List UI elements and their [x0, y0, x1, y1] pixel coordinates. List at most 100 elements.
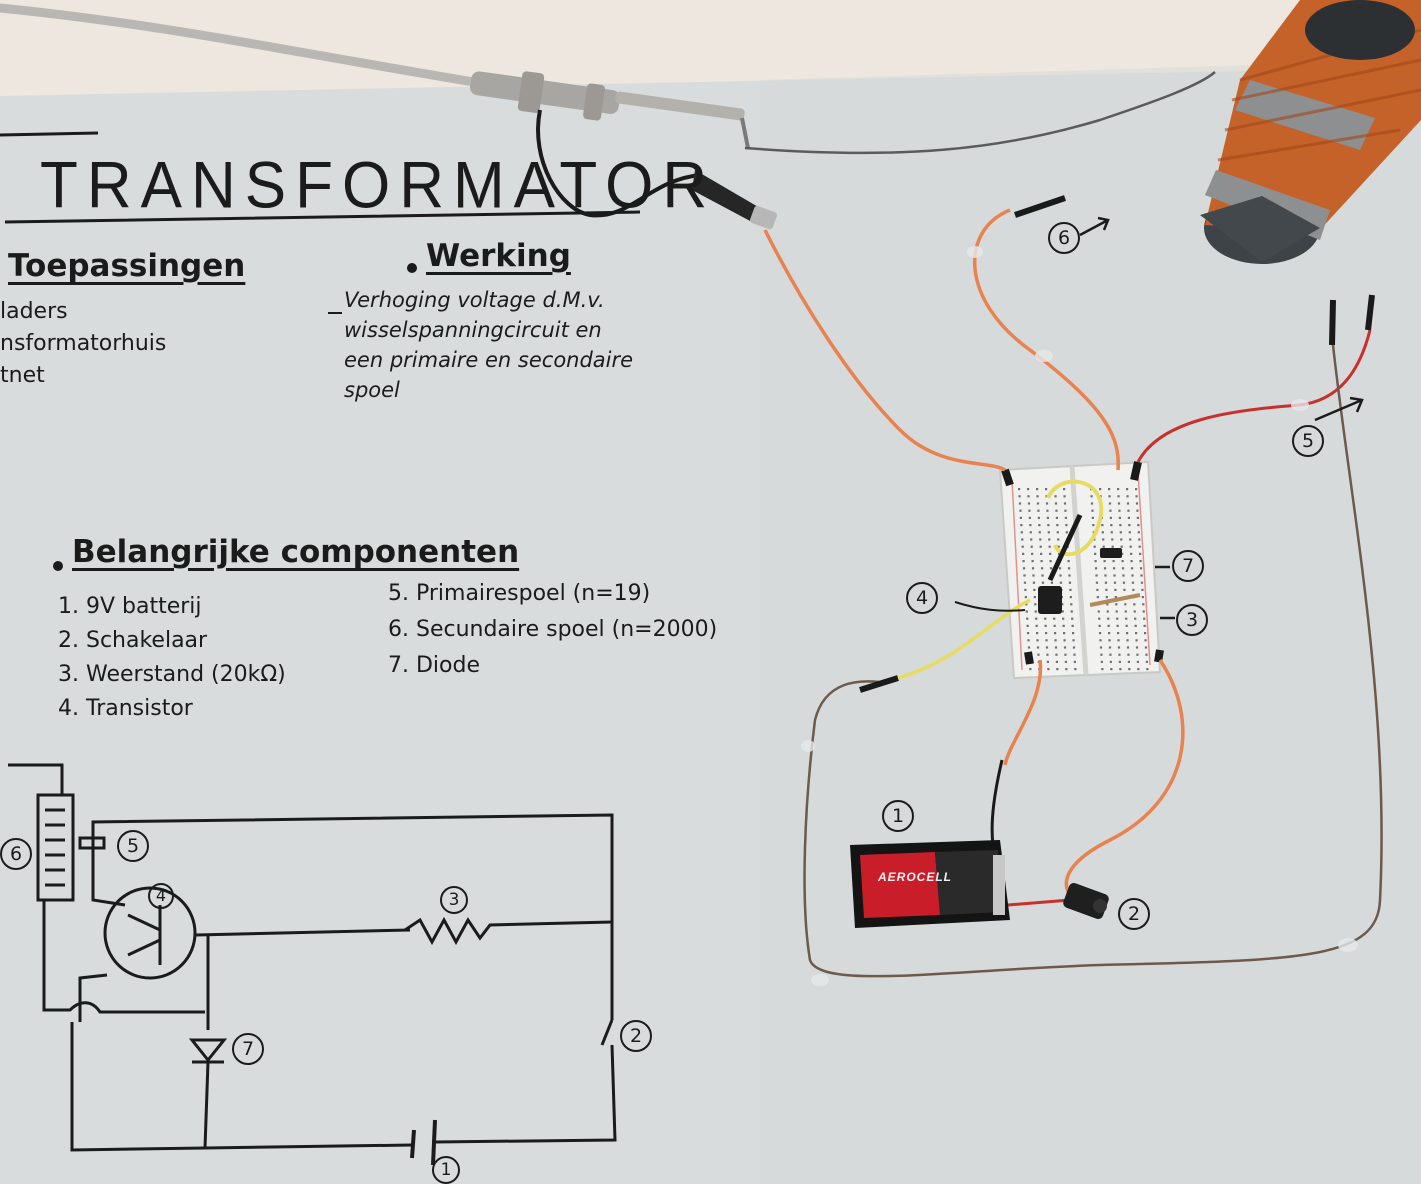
breadboard-hole [1113, 574, 1116, 577]
breadboard-hole [1110, 524, 1113, 527]
battery-brand-label: AEROCELL [878, 870, 952, 884]
breadboard-hole [1031, 552, 1034, 555]
breadboard-hole [1049, 567, 1053, 570]
breadboard-hole [1072, 646, 1076, 649]
black-wire-battery [990, 759, 1004, 846]
yellow-wire-loop [897, 598, 1031, 680]
breadboard-hole [1027, 502, 1031, 505]
breadboard-hole [1047, 524, 1050, 527]
breadboard-hole [1036, 502, 1040, 505]
breadboard-hole [1116, 617, 1119, 620]
breadboard-hole [1045, 646, 1049, 649]
breadboard-hole [1125, 617, 1128, 620]
breadboard-hole [1036, 632, 1039, 635]
breadboard-hole [1040, 567, 1044, 570]
breadboard-hole [1073, 660, 1076, 663]
breadboard-hole [1062, 617, 1065, 620]
breadboard-hole [1045, 632, 1048, 635]
breadboard-hole [1140, 574, 1143, 577]
breadboard-hole [1090, 495, 1093, 498]
breadboard-hole [1107, 624, 1110, 627]
breadboard-hole [1065, 524, 1068, 527]
breadboard-hole [1037, 516, 1040, 519]
breadboard-hole [1055, 660, 1058, 663]
breadboard-hole [1130, 567, 1134, 570]
breadboard-hole [1108, 646, 1112, 649]
breadboard-hole [1122, 574, 1125, 577]
push-switch [1063, 883, 1109, 919]
breadboard-hole [1057, 545, 1060, 548]
breadboard-hole [1056, 668, 1059, 671]
breadboard-hole [1115, 610, 1118, 613]
breadboard-hole [1028, 509, 1031, 512]
breadboard-hole [1121, 552, 1124, 555]
breadboard-hole [1099, 639, 1102, 642]
breadboard-hole [1026, 624, 1029, 627]
breadboard-hole [1142, 610, 1145, 613]
breadboard-hole [1055, 653, 1058, 656]
breadboard-hole [1046, 660, 1049, 663]
breadboard-hole [1022, 567, 1026, 570]
breadboard-hole [1125, 624, 1128, 627]
breadboard-hole [1023, 581, 1027, 584]
breadboard-hole [1064, 660, 1067, 663]
breadboard-hole [1110, 531, 1113, 534]
breadboard-hole [1128, 668, 1131, 671]
breadboard-hole [1101, 524, 1104, 527]
breadboard-hole [1061, 610, 1064, 613]
breadboard-hole [1027, 632, 1030, 635]
breadboard-hole [1117, 488, 1120, 491]
breadboard-hole [1118, 509, 1121, 512]
breadboard-hole [1068, 581, 1072, 584]
breadboard-hole [1063, 488, 1066, 491]
breadboard-hole [1126, 488, 1129, 491]
breadboard-hole [1065, 531, 1068, 534]
photo-tag-5: 5 [1292, 425, 1324, 457]
breadboard-hole [1059, 574, 1062, 577]
photo-tag-3: 3 [1176, 604, 1208, 636]
breadboard-hole [1120, 538, 1123, 541]
breadboard-hole [1123, 588, 1126, 591]
orange-wire-to-clip [763, 229, 1006, 472]
breadboard-hole [1070, 610, 1073, 613]
breadboard-hole [1131, 574, 1134, 577]
breadboard-hole [1031, 560, 1034, 563]
breadboard-hole [1099, 632, 1102, 635]
breadboard-hole [1093, 545, 1096, 548]
breadboard-hole [1141, 596, 1144, 599]
breadboard-hole [1058, 552, 1061, 555]
breadboard-hole [1020, 524, 1023, 527]
breadboard-hole [1116, 624, 1119, 627]
breadboard-hole [1102, 538, 1105, 541]
breadboard-hole [1106, 603, 1109, 606]
breadboard-hole [1038, 524, 1041, 527]
breadboard-hole [1135, 646, 1139, 649]
photo-tag-6: 6 [1048, 222, 1080, 254]
toepassingen-list: laders nsformatorhuis tnet [0, 296, 166, 392]
breadboard-hole [1018, 495, 1021, 498]
breadboard-hole [1029, 668, 1032, 671]
breadboard-hole [1109, 653, 1112, 656]
breadboard-hole [1034, 603, 1037, 606]
breadboard-hole [1099, 488, 1102, 491]
battery-9v [850, 840, 1010, 928]
breadboard-hole [1144, 639, 1147, 642]
breadboard-hole [1105, 588, 1108, 591]
breadboard-hole [1045, 502, 1049, 505]
oscilloscope-probe [470, 71, 750, 149]
breadboard-hole [1124, 603, 1127, 606]
breadboard-hole [1136, 653, 1139, 656]
breadboard-hole [1128, 531, 1131, 534]
breadboard-hole [1129, 538, 1132, 541]
breadboard-hole [1113, 581, 1117, 584]
breadboard-hole [1047, 668, 1050, 671]
breadboard-hole [1063, 502, 1067, 505]
tape-dots [801, 246, 1358, 986]
breadboard-hole [1035, 617, 1038, 620]
breadboard-hole [1134, 624, 1137, 627]
breadboard-hole [1127, 660, 1130, 663]
breadboard-hole [1103, 567, 1107, 570]
breadboard-hole [1106, 610, 1109, 613]
breadboard-hole [1112, 567, 1116, 570]
